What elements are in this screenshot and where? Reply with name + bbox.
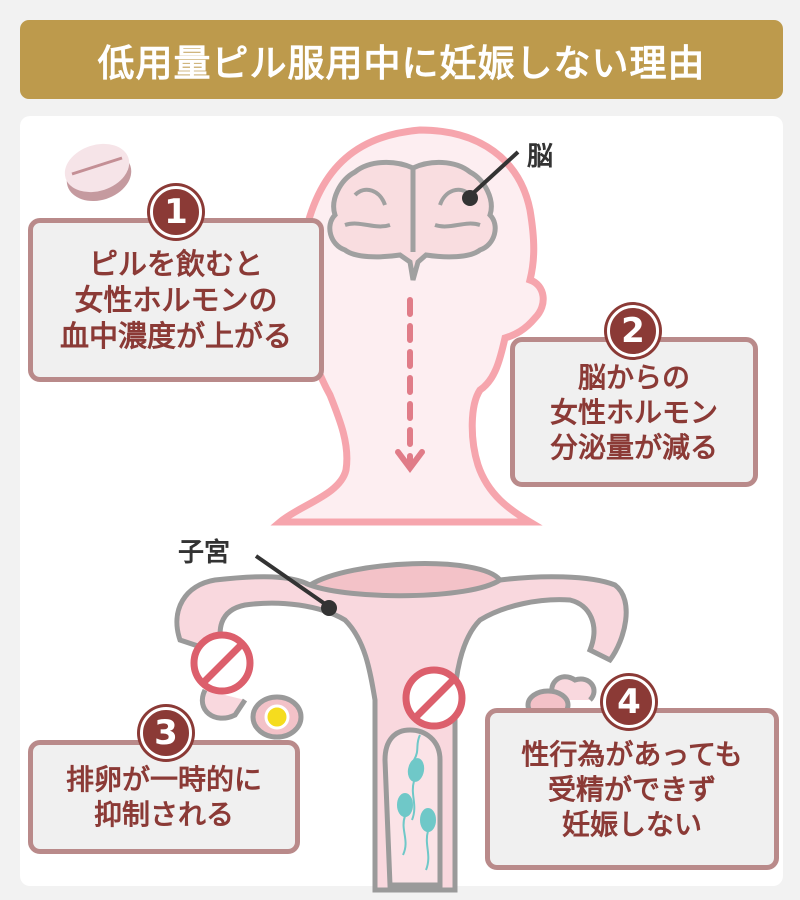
step-1-box: ピルを飲むと 女性ホルモンの 血中濃度が上がる xyxy=(28,218,324,382)
page-title: 低用量ピル服用中に妊娠しない理由 xyxy=(20,20,783,99)
step-4-line: 性行為があっても xyxy=(521,737,743,771)
step-2-line: 女性ホルモン xyxy=(549,395,718,429)
uterus-label: 子宮 xyxy=(178,538,231,568)
step-4-badge: 4 xyxy=(603,676,655,728)
step-3-badge: 3 xyxy=(140,707,192,759)
uterus-pointer-line xyxy=(254,554,330,608)
step-4-box: 性行為があっても 受精ができず 妊娠しない xyxy=(485,708,779,870)
step-1-line: 女性ホルモンの xyxy=(74,282,278,317)
step-3-line: 排卵が一時的に xyxy=(65,763,262,796)
pill-icon xyxy=(64,143,132,201)
brain-pointer-dot xyxy=(462,190,478,206)
step-1-line: 血中濃度が上がる xyxy=(59,319,292,354)
brain-pointer-line xyxy=(468,150,520,198)
step-4-line: 受精ができず xyxy=(547,772,716,806)
step-1-badge: 1 xyxy=(150,186,202,238)
brain-label: 脳 xyxy=(527,142,554,172)
step-2-badge: 2 xyxy=(607,305,659,357)
step-1-line: ピルを飲むと xyxy=(88,246,263,281)
step-2-box: 脳からの 女性ホルモン 分泌量が減る xyxy=(510,337,758,487)
egg-icon xyxy=(264,704,290,730)
prohibited-icon xyxy=(190,631,254,695)
prohibited-icon xyxy=(402,666,466,730)
step-3-box: 排卵が一時的に 抑制される xyxy=(28,740,300,854)
sperm-icon xyxy=(397,734,436,871)
uterus-pointer-dot xyxy=(321,600,337,616)
step-2-line: 分泌量が減る xyxy=(549,430,718,464)
step-3-line: 抑制される xyxy=(93,798,234,831)
dashed-arrow-down-icon xyxy=(395,297,425,473)
step-2-line: 脳からの xyxy=(577,360,690,394)
step-4-line: 妊娠しない xyxy=(561,807,702,841)
